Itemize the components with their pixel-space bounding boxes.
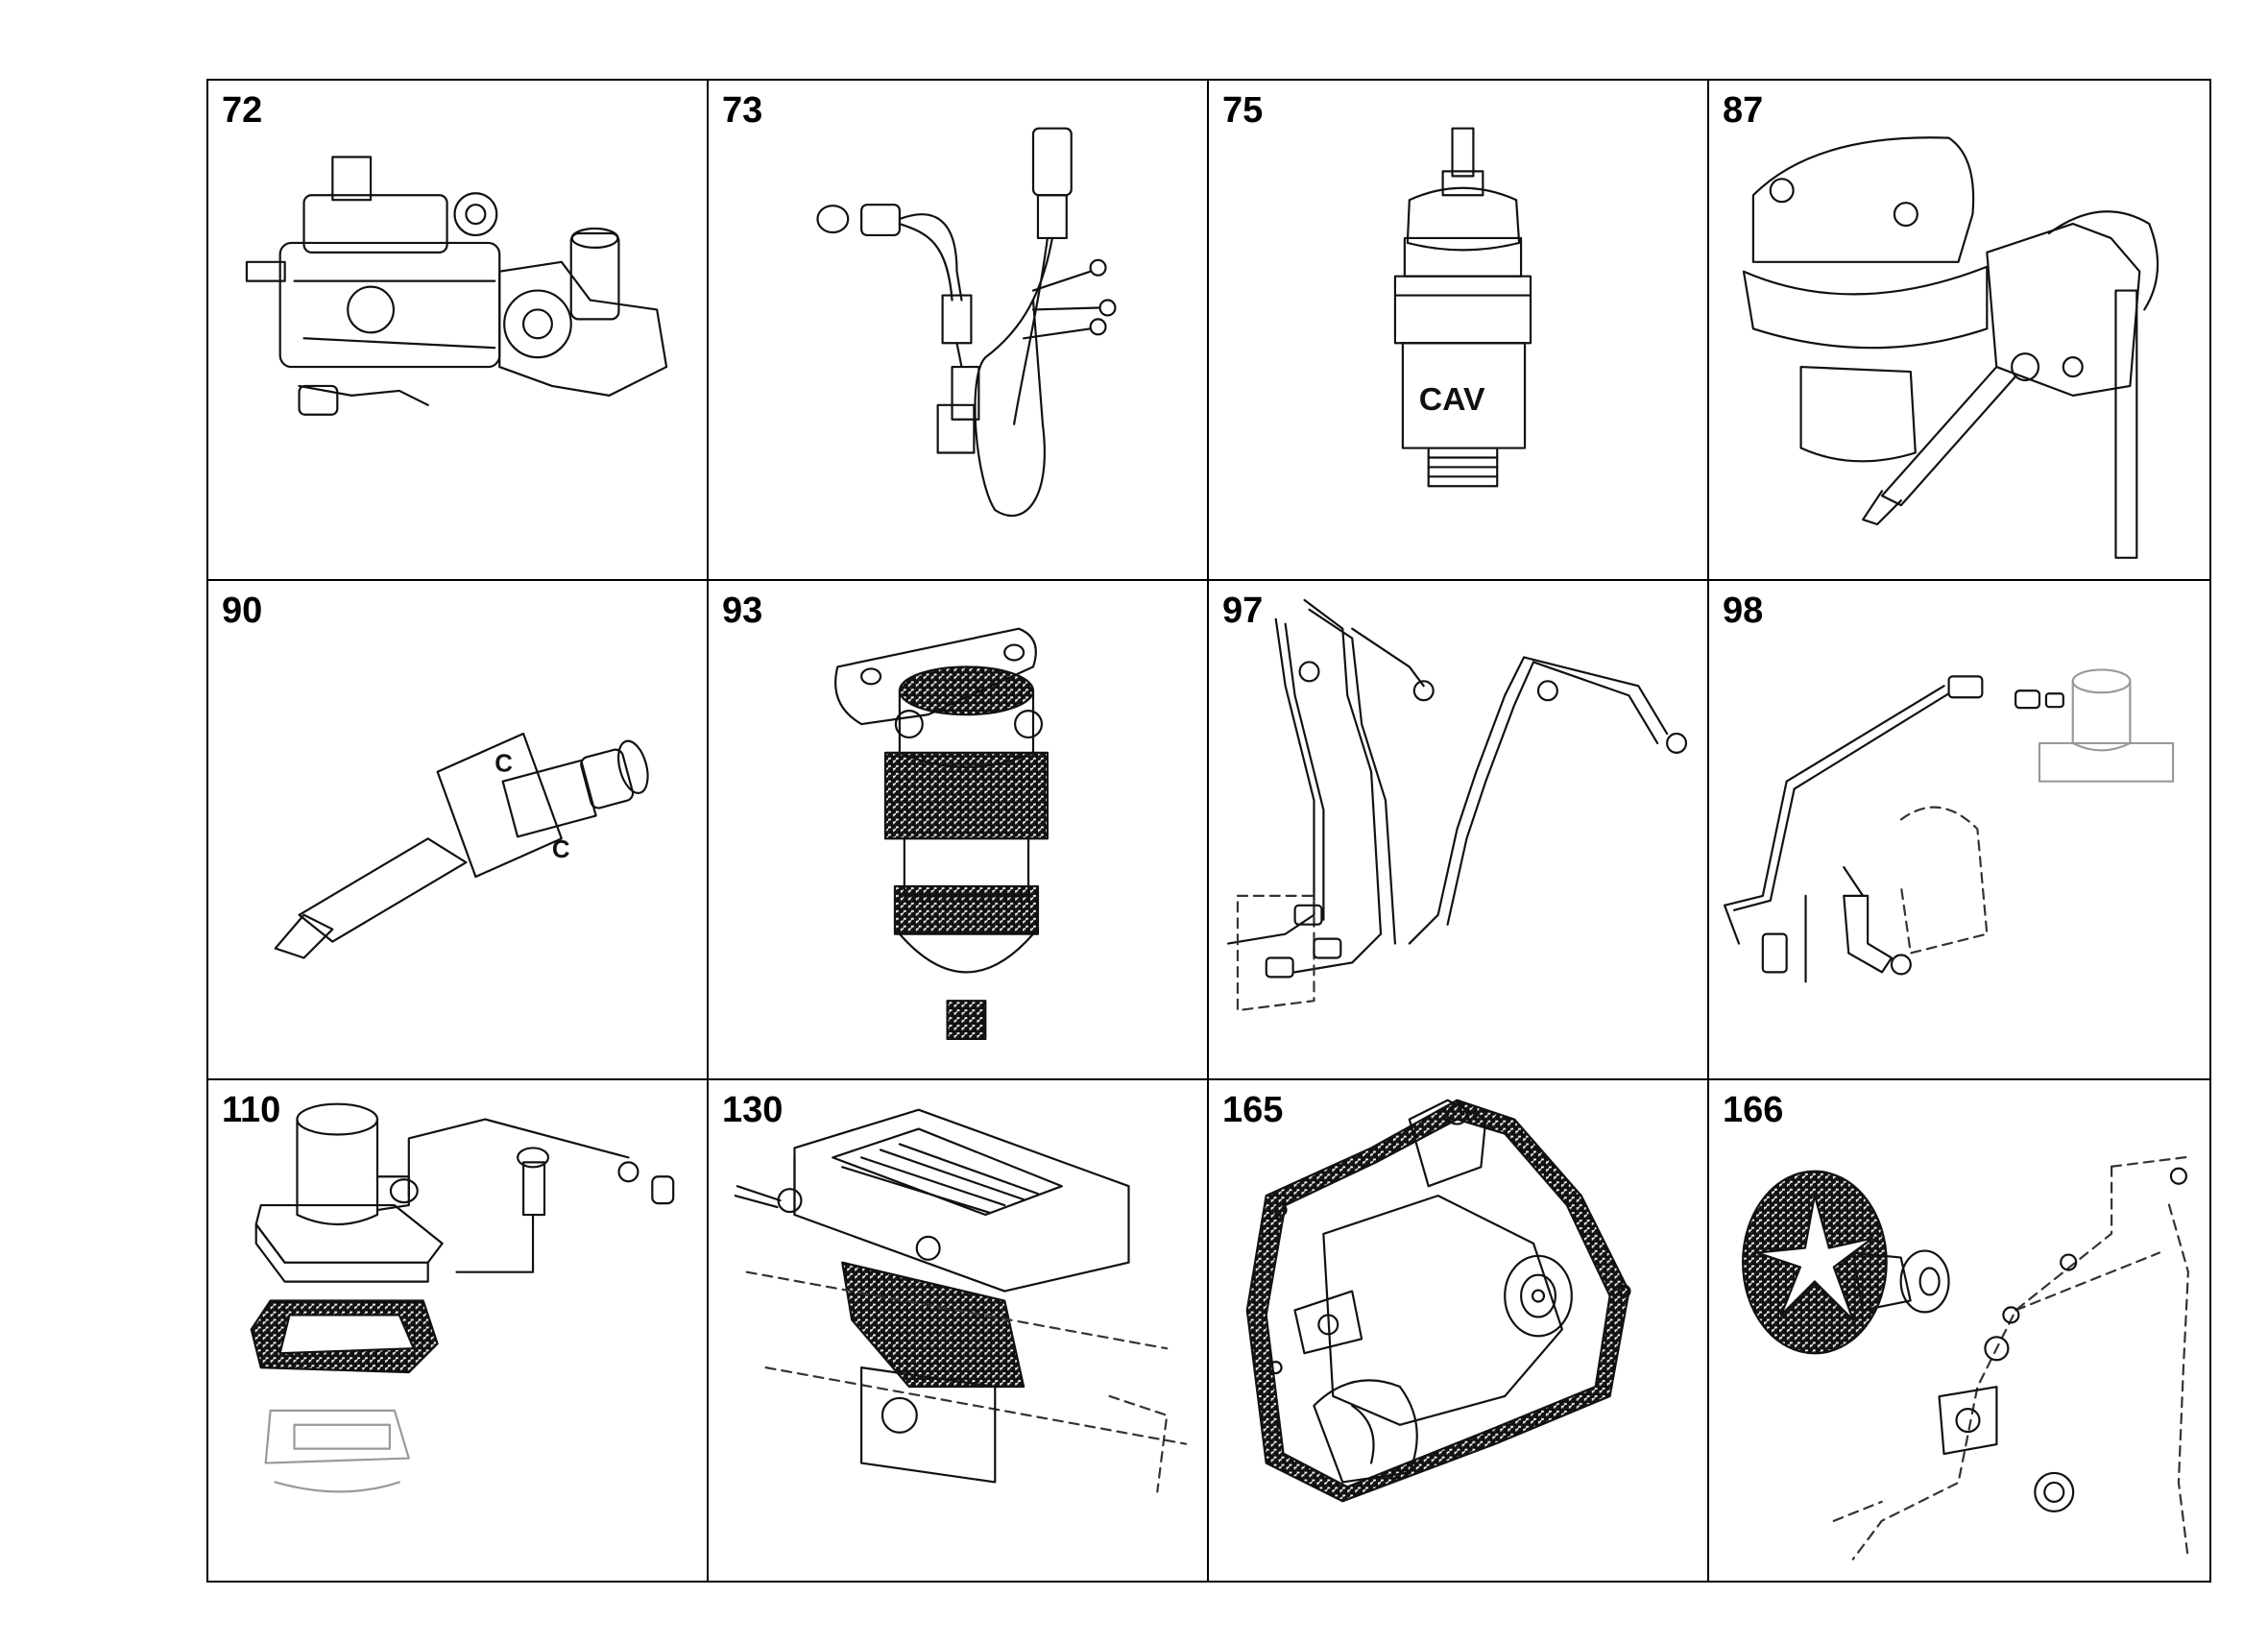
injector-pipes-illustration <box>1209 581 1707 1079</box>
intake-heater-illustration <box>709 1080 1207 1581</box>
wiring-harness-illustration <box>709 81 1207 579</box>
fuel-filter-illustration <box>709 581 1207 1079</box>
part-number: 93 <box>722 590 763 631</box>
brand-label: CAV <box>1419 381 1485 418</box>
part-number: 97 <box>1222 590 1264 631</box>
part-number: 90 <box>222 590 263 631</box>
cell-165[interactable]: 165 <box>1209 1080 1709 1581</box>
svg-text:C: C <box>495 750 513 777</box>
cell-73[interactable]: 73 <box>709 81 1209 581</box>
part-number: 98 <box>1723 590 1764 631</box>
part-number: 130 <box>722 1090 784 1131</box>
lift-pump-illustration <box>1709 81 2209 579</box>
parts-grid: 72 73 <box>206 79 2211 1583</box>
cell-93[interactable]: 93 <box>709 580 1209 1081</box>
water-pump-illustration <box>1209 1080 1707 1581</box>
part-number: 73 <box>722 90 763 131</box>
part-number: 165 <box>1222 1090 1284 1131</box>
cell-98[interactable]: 98 <box>1709 581 2209 1081</box>
part-number: 72 <box>222 90 263 131</box>
cell-90[interactable]: 90 C C <box>208 580 709 1081</box>
injector-illustration: C C <box>208 581 707 1079</box>
part-number: 75 <box>1222 90 1264 131</box>
svg-text:C: C <box>552 836 570 863</box>
cell-110[interactable]: 110 <box>208 1080 709 1581</box>
part-number: 110 <box>222 1090 281 1131</box>
cell-72[interactable]: 72 <box>208 81 709 581</box>
leak-off-pipe-illustration <box>1709 581 2209 1079</box>
thermostat-housing-illustration <box>208 1080 707 1581</box>
part-number: 87 <box>1723 90 1764 131</box>
cell-87[interactable]: 87 <box>1709 81 2209 581</box>
water-pump-impeller-illustration <box>1709 1080 2209 1581</box>
cell-166[interactable]: 166 <box>1709 1080 2209 1581</box>
injection-pump-illustration <box>208 81 707 579</box>
stop-solenoid-illustration: CAV <box>1209 81 1707 579</box>
cell-97[interactable]: 97 <box>1209 580 1709 1081</box>
cell-75[interactable]: 75 CAV <box>1209 81 1709 581</box>
part-number: 166 <box>1723 1090 1784 1131</box>
cell-130[interactable]: 130 <box>709 1080 1209 1581</box>
